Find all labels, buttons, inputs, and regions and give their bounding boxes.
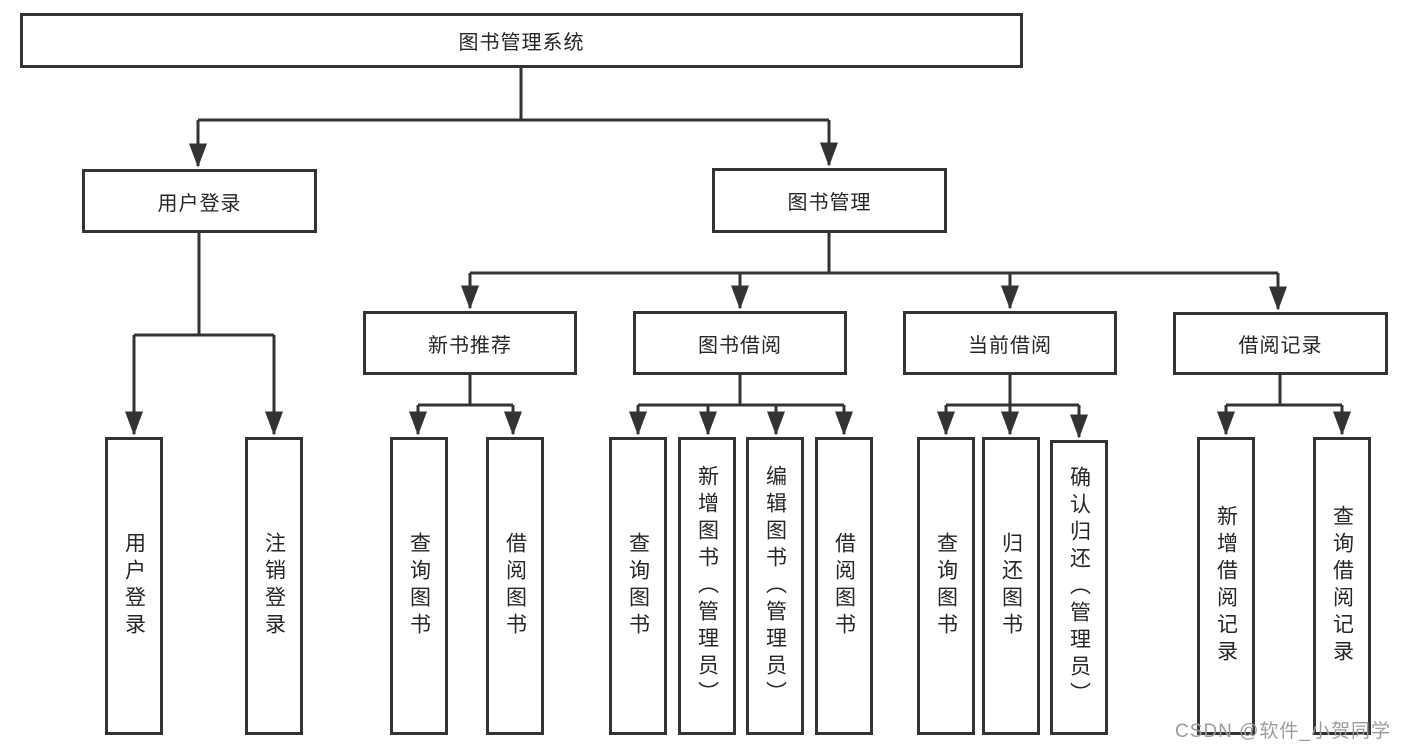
leaf-borrow-books-2-label: 借阅图书 [832, 532, 856, 640]
leaf-add-borrow-record-label: 新增借阅记录 [1214, 505, 1238, 667]
node-book-borrow: 图书借阅 [633, 311, 847, 375]
leaf-query-books-1: 查询图书 [390, 437, 448, 735]
leaf-return-books: 归还图书 [982, 437, 1040, 735]
leaf-edit-books-admin: 编辑图书（管理员） [746, 437, 804, 735]
leaf-confirm-return-admin-label: 确认归还（管理员） [1067, 466, 1091, 709]
leaf-query-books-2-label: 查询图书 [626, 532, 650, 640]
leaf-query-borrow-record-label: 查询借阅记录 [1330, 505, 1354, 667]
node-current-borrow: 当前借阅 [903, 311, 1117, 375]
leaf-borrow-books-1-label: 借阅图书 [503, 532, 527, 640]
leaf-return-books-label: 归还图书 [999, 532, 1023, 640]
leaf-edit-books-admin-label: 编辑图书（管理员） [763, 464, 787, 708]
node-book-management: 图书管理 [712, 168, 947, 233]
leaf-query-books-3: 查询图书 [917, 437, 975, 735]
leaf-logout-label: 注销登录 [262, 532, 286, 640]
leaf-borrow-books-2: 借阅图书 [815, 437, 873, 735]
leaf-query-books-1-label: 查询图书 [407, 532, 431, 640]
node-borrow-records: 借阅记录 [1173, 312, 1388, 375]
leaf-borrow-books-1: 借阅图书 [486, 437, 544, 735]
node-new-book-recommend: 新书推荐 [363, 311, 577, 375]
leaf-logout: 注销登录 [245, 437, 303, 735]
leaf-query-borrow-record: 查询借阅记录 [1313, 437, 1371, 735]
node-root-system: 图书管理系统 [20, 13, 1023, 68]
leaf-query-books-2: 查询图书 [609, 437, 667, 735]
leaf-user-login-label: 用户登录 [122, 532, 146, 640]
node-user-login: 用户登录 [82, 169, 317, 233]
leaf-confirm-return-admin: 确认归还（管理员） [1050, 440, 1108, 735]
leaf-add-borrow-record: 新增借阅记录 [1197, 437, 1255, 735]
leaf-add-books-admin-label: 新增图书（管理员） [695, 464, 719, 708]
csdn-watermark: CSDN @软件_小贺同学 [1175, 721, 1391, 742]
leaf-query-books-3-label: 查询图书 [934, 532, 958, 640]
leaf-user-login: 用户登录 [105, 437, 163, 735]
leaf-add-books-admin: 新增图书（管理员） [678, 437, 736, 735]
